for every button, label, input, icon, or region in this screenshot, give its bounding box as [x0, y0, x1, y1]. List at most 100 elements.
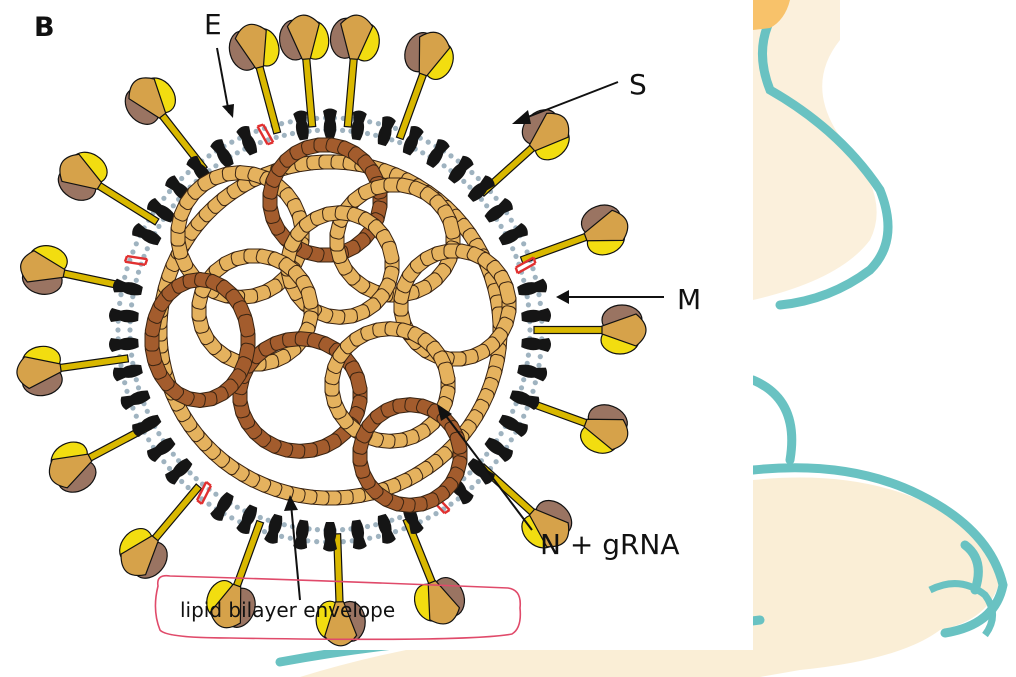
- lipid-dot: [171, 203, 176, 208]
- lipid-dot: [127, 327, 132, 332]
- lipid-dot: [448, 502, 453, 507]
- lipid-dot: [145, 246, 150, 251]
- lipid-dot: [433, 511, 438, 516]
- lipid-dot: [426, 515, 431, 520]
- lipid-dot: [533, 380, 538, 385]
- m-protein-body: [109, 336, 139, 352]
- lipid-dot: [213, 163, 218, 168]
- lipid-dot: [526, 302, 531, 307]
- lipid-dot: [513, 254, 518, 259]
- lipid-dot: [510, 409, 515, 414]
- spike-stalk: [255, 61, 281, 134]
- lipid-dot: [533, 275, 538, 280]
- lipid-dot: [521, 414, 526, 419]
- label-lipid-envelope: lipid bilayer envelope: [180, 598, 395, 622]
- lipid-dot: [167, 466, 172, 471]
- lipid-dot: [484, 452, 489, 457]
- lipid-dot: [179, 176, 184, 181]
- lipid-dot: [115, 327, 120, 332]
- lipid-dot: [129, 302, 134, 307]
- m-protein: [349, 519, 367, 550]
- lipid-dot: [526, 353, 531, 358]
- lipid-dot: [367, 536, 372, 541]
- lipid-dot: [146, 437, 151, 442]
- lipid-dot: [258, 515, 263, 520]
- lipid-dot: [519, 385, 524, 390]
- lipid-dot: [420, 150, 425, 155]
- m-protein: [375, 513, 396, 545]
- spike-protein: [513, 376, 635, 460]
- lipid-dot: [136, 385, 141, 390]
- spike-protein: [108, 471, 218, 588]
- lipid-dot: [499, 224, 504, 229]
- m-protein: [323, 522, 337, 552]
- lipid-dot: [476, 479, 481, 484]
- lipid-dot: [124, 389, 129, 394]
- lipid-dot: [122, 380, 127, 385]
- panel-letter: B: [34, 12, 55, 43]
- lipid-dot: [194, 476, 199, 481]
- spike-stalk: [534, 327, 608, 334]
- lipid-dot: [521, 278, 526, 283]
- lipid-dot: [171, 452, 176, 457]
- lipid-dot: [156, 431, 161, 436]
- lipid-dot: [373, 522, 378, 527]
- lipid-dot: [186, 170, 191, 175]
- lipid-dot: [536, 363, 541, 368]
- m-protein: [375, 115, 396, 147]
- spike-stalk: [149, 484, 202, 545]
- lipid-dot: [161, 196, 166, 201]
- spike-stalk: [92, 180, 158, 225]
- lipid-dot: [229, 140, 234, 145]
- lipid-dot: [186, 485, 191, 490]
- m-protein-body: [375, 115, 396, 147]
- m-protein-body: [263, 513, 284, 545]
- lipid-dot: [397, 515, 402, 520]
- lipid-dot: [484, 203, 489, 208]
- lipid-dot: [376, 121, 381, 126]
- lipid-dot: [461, 179, 466, 184]
- lipid-dot: [426, 140, 431, 145]
- spike-protein: [40, 405, 162, 501]
- lipid-dot: [134, 241, 139, 246]
- lipid-dot: [213, 492, 218, 497]
- lipid-dot: [145, 409, 150, 414]
- lipid-dot: [315, 527, 320, 532]
- lipid-dot: [288, 119, 293, 124]
- lipid-dot: [469, 170, 474, 175]
- m-protein-body: [349, 519, 367, 550]
- lipid-dot: [282, 522, 287, 527]
- lipid-dot: [476, 176, 481, 181]
- spike-protein: [16, 241, 136, 312]
- spike-protein: [313, 533, 366, 647]
- lipid-dot: [118, 292, 123, 297]
- lipid-dot: [167, 189, 172, 194]
- lipid-dot: [365, 524, 370, 529]
- lipid-dot: [282, 133, 287, 138]
- pointer-E: [217, 48, 229, 113]
- lipid-dot: [527, 327, 532, 332]
- label-nucleocapsid: N + gRNA: [540, 528, 680, 561]
- lipid-dot: [340, 128, 345, 133]
- lipid-dot: [467, 470, 472, 475]
- lipid-dot: [510, 246, 515, 251]
- m-protein: [109, 308, 139, 324]
- lipid-dot: [521, 377, 526, 382]
- lipid-dot: [467, 185, 472, 190]
- diagram-panel: B E S M N + gRNA lipid bilayer envelope: [0, 0, 753, 650]
- lipid-dot: [442, 163, 447, 168]
- lipid-dot: [258, 140, 263, 145]
- lipid-dot: [262, 529, 267, 534]
- lipid-dot: [279, 121, 284, 126]
- m-protein-body: [521, 308, 551, 324]
- lipid-dot: [274, 135, 279, 140]
- spike-protein: [49, 142, 170, 243]
- lipid-dot: [340, 527, 345, 532]
- spike-protein: [384, 510, 471, 632]
- lipid-dot: [536, 292, 541, 297]
- m-protein-body: [323, 522, 337, 552]
- pointer-M-head: [556, 290, 569, 304]
- lipid-dot: [393, 126, 398, 131]
- m-protein: [323, 109, 337, 139]
- m-protein: [263, 513, 284, 545]
